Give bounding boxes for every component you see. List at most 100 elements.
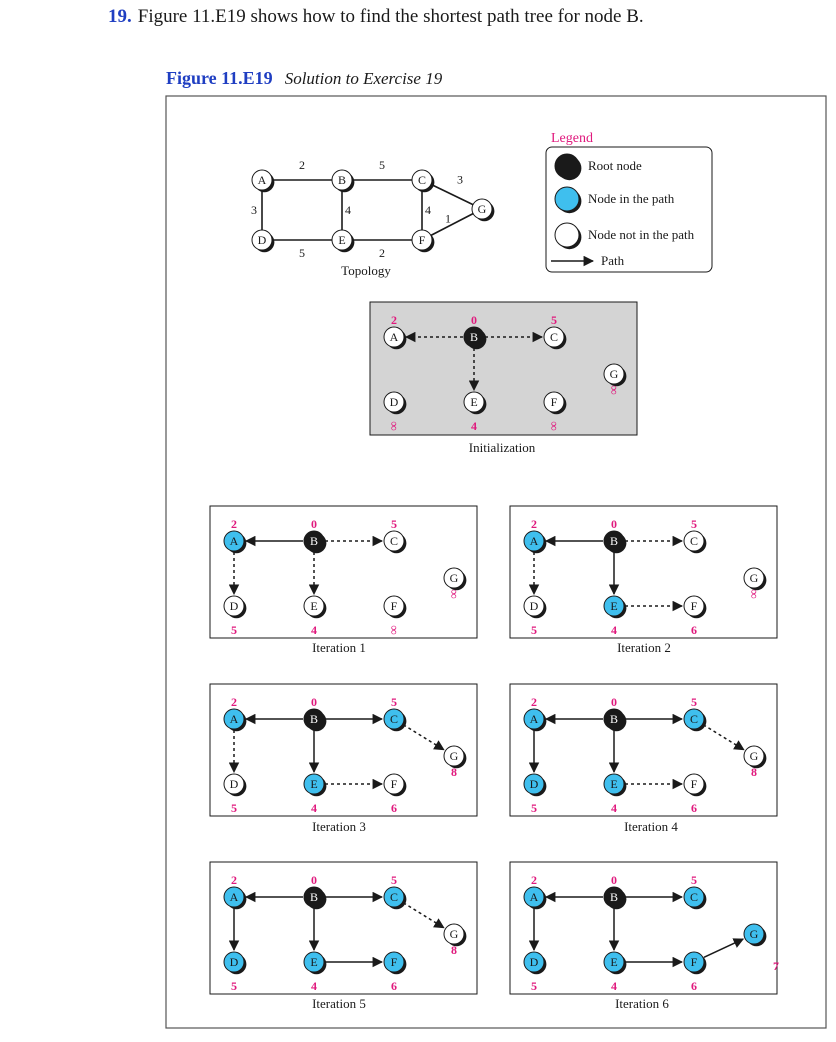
- node-circle: [683, 530, 705, 552]
- legend-box: [545, 146, 713, 273]
- cost-c: 5: [391, 695, 397, 709]
- cost-f: ∞: [547, 421, 562, 430]
- node-circle: [463, 391, 485, 413]
- stage-label: Iteration 5: [312, 996, 366, 1011]
- node-circle: [471, 198, 493, 220]
- node-letter: C: [418, 173, 426, 187]
- node-g: G: [443, 567, 467, 591]
- node-letter: B: [338, 173, 346, 187]
- node-c: C: [383, 886, 407, 910]
- cost-e: 4: [611, 623, 617, 637]
- node-c: C: [543, 326, 567, 350]
- topology-edge: [421, 208, 483, 241]
- node-circle: [223, 708, 245, 730]
- node-g: G: [443, 745, 467, 769]
- node-circle: [223, 595, 245, 617]
- node-circle: [603, 363, 625, 385]
- node-letter: A: [530, 534, 539, 548]
- cost-d: 5: [531, 801, 537, 815]
- node-letter: B: [610, 890, 618, 904]
- node-letter: B: [470, 330, 478, 344]
- topology-node-e: E: [331, 229, 355, 253]
- cost-a: 2: [531, 873, 537, 887]
- cost-g: ∞: [447, 589, 462, 598]
- node-circle: [303, 886, 325, 908]
- topology-weight: 4: [345, 203, 351, 217]
- node-d: D: [523, 951, 547, 975]
- node-g: G: [743, 567, 767, 591]
- node-a: A: [223, 530, 247, 554]
- node-letter: G: [750, 571, 759, 585]
- node-circle: [683, 595, 705, 617]
- node-c: C: [683, 886, 707, 910]
- legend-label: Node not in the path: [588, 227, 695, 242]
- cost-c: 5: [391, 873, 397, 887]
- node-circle: [523, 530, 545, 552]
- node-circle: [523, 886, 545, 908]
- cost-b: 0: [611, 517, 617, 531]
- node-circle: [554, 186, 580, 212]
- node-e: E: [303, 951, 327, 975]
- node-circle: [383, 708, 405, 730]
- node-letter: D: [230, 955, 239, 969]
- stage-frame: [369, 301, 638, 436]
- cost-g: 7: [773, 959, 779, 973]
- stage-label: Iteration 4: [624, 819, 678, 834]
- cost-a: 2: [531, 695, 537, 709]
- node-letter: C: [390, 712, 398, 726]
- cost-e: 4: [611, 979, 617, 993]
- node-circle: [603, 708, 625, 730]
- node-letter: G: [750, 927, 759, 941]
- node-letter: C: [550, 330, 558, 344]
- legend-title: Legend: [551, 131, 593, 146]
- node-letter: E: [338, 233, 345, 247]
- node-g: G: [743, 923, 767, 947]
- node-d: D: [223, 595, 247, 619]
- node-circle: [543, 326, 565, 348]
- node-letter: E: [310, 599, 317, 613]
- node-letter: E: [310, 955, 317, 969]
- node-a: A: [223, 886, 247, 910]
- cost-e: 4: [311, 979, 317, 993]
- node-circle: [383, 773, 405, 795]
- cost-b: 0: [311, 873, 317, 887]
- node-letter: C: [690, 712, 698, 726]
- stage-label: Initialization: [469, 440, 536, 455]
- node-b: B: [603, 530, 627, 554]
- node-circle: [223, 530, 245, 552]
- node-circle: [743, 923, 765, 945]
- node-letter: D: [258, 233, 267, 247]
- cost-g: ∞: [607, 385, 622, 394]
- figure-border: [165, 95, 827, 1029]
- node-circle: [603, 530, 625, 552]
- node-b: B: [303, 708, 327, 732]
- node-letter: D: [530, 599, 539, 613]
- node-circle: [743, 567, 765, 589]
- node-letter: D: [390, 395, 399, 409]
- node-circle: [411, 169, 433, 191]
- topology-weight: 3: [457, 173, 463, 187]
- node-circle: [303, 595, 325, 617]
- cost-a: 2: [231, 517, 237, 531]
- topology-label: Topology: [341, 263, 391, 278]
- node-b: B: [603, 886, 627, 910]
- legend-label: Root node: [588, 158, 642, 173]
- node-letter: E: [470, 395, 477, 409]
- exercise-number: 19.: [108, 6, 132, 27]
- node-letter: A: [530, 890, 539, 904]
- node-letter: F: [551, 395, 558, 409]
- node-a: A: [523, 886, 547, 910]
- node-letter: F: [419, 233, 426, 247]
- topology-weight: 2: [379, 246, 385, 260]
- node-g: G: [743, 745, 767, 769]
- cost-f: 6: [391, 801, 397, 815]
- path-link-c-g: [702, 724, 745, 751]
- node-circle: [683, 773, 705, 795]
- stage-label: Iteration 2: [617, 640, 671, 655]
- figure-label: Figure 11.E19: [166, 68, 273, 88]
- node-f: F: [683, 595, 707, 619]
- node-f: F: [383, 595, 407, 619]
